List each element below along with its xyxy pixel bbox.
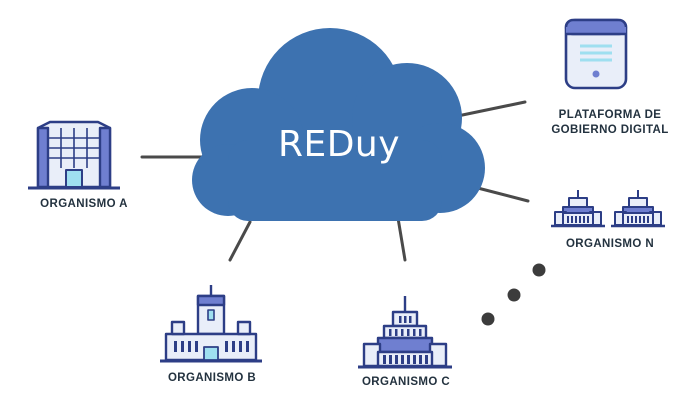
plataforma-label: PLATAFORMA DE GOBIERNO DIGITAL (530, 108, 690, 138)
ellipsis-dots (481, 263, 546, 326)
small-building-right-icon (611, 190, 665, 228)
organismo-n-label: ORGANISMO N (565, 238, 655, 250)
cloud-shape (192, 28, 485, 221)
office-tower-icon (28, 120, 120, 190)
small-buildings-icon (551, 190, 665, 228)
plataforma-label-line-2: GOBIERNO DIGITAL (551, 124, 669, 136)
small-building-left-icon (551, 190, 605, 228)
organismo-b-label: ORGANISMO B (167, 372, 257, 384)
connector-organismo-c (396, 216, 407, 262)
capitol-building-icon (358, 296, 452, 369)
cloud-title: REDuy (277, 124, 401, 165)
government-building-icon (160, 285, 262, 363)
plataforma-label-line-1: PLATAFORMA DE (558, 109, 662, 121)
server-icon (564, 18, 628, 90)
organismo-a-label: ORGANISMO A (40, 198, 128, 210)
connector-organismo-b (228, 220, 252, 262)
organismo-c-label: ORGANISMO C (361, 376, 451, 388)
